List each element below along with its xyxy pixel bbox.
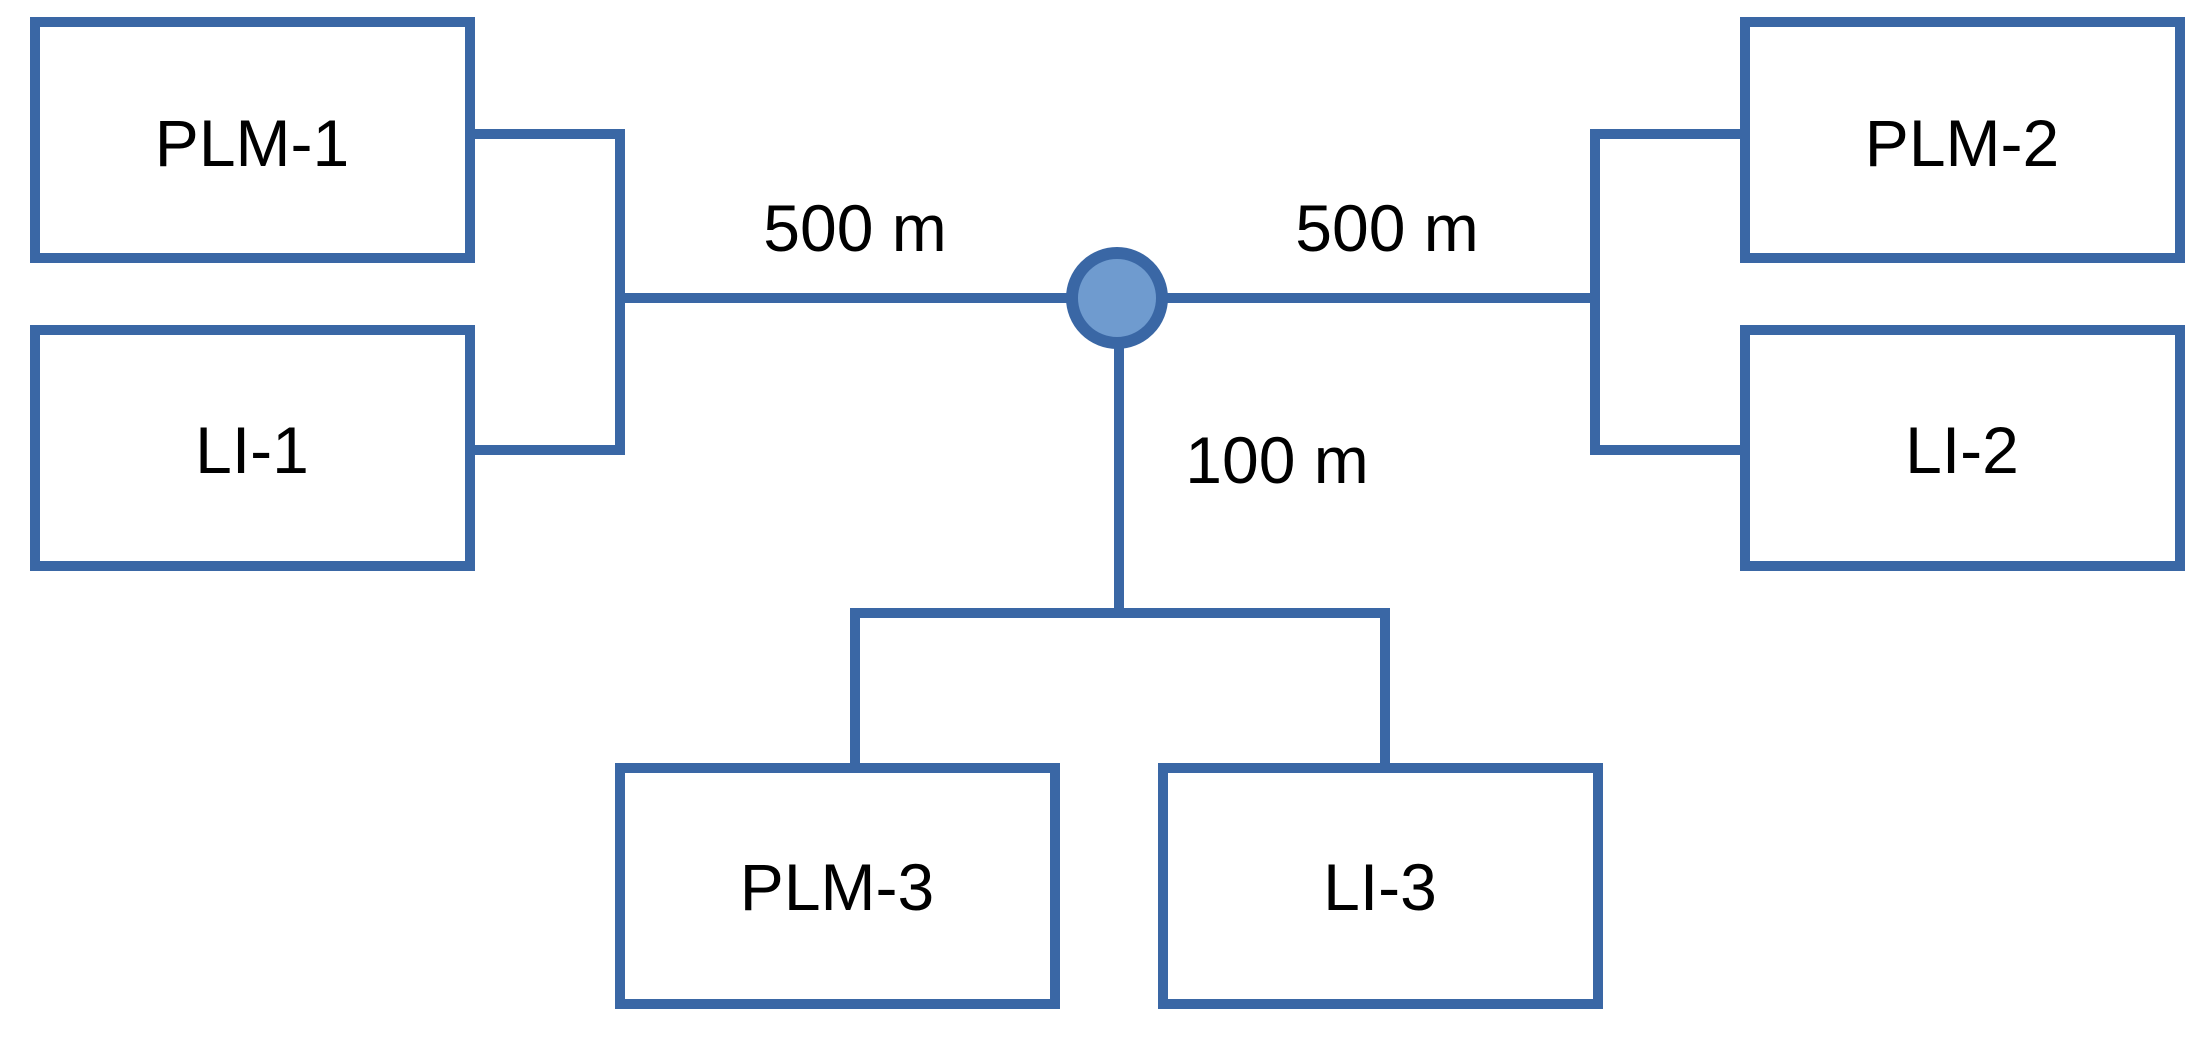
junction-hub bbox=[1066, 247, 1168, 349]
bottom-bracket-connector bbox=[850, 608, 1390, 763]
plm-3-label: PLM-3 bbox=[740, 850, 934, 924]
plm-1-label: PLM-1 bbox=[155, 106, 349, 180]
left-bracket-connector bbox=[475, 129, 625, 455]
li-1-label: LI-1 bbox=[195, 413, 309, 487]
node-li-1: LI-1 bbox=[30, 325, 475, 571]
plm-3-box bbox=[615, 763, 1060, 1009]
plm-2-box bbox=[1740, 17, 2185, 263]
node-plm-2: PLM-2 bbox=[1740, 17, 2185, 263]
node-plm-1: PLM-1 bbox=[30, 17, 475, 263]
left-distance-label: 500 m bbox=[763, 191, 946, 265]
right-bracket-connector bbox=[1590, 129, 1740, 455]
node-plm-3: PLM-3 bbox=[615, 763, 1060, 1009]
li-3-box bbox=[1158, 763, 1603, 1009]
li-2-box bbox=[1740, 325, 2185, 571]
plm-2-label: PLM-2 bbox=[1865, 106, 2059, 180]
plm-1-box bbox=[30, 17, 475, 263]
node-li-3: LI-3 bbox=[1158, 763, 1603, 1009]
right-distance-label: 500 m bbox=[1295, 191, 1478, 265]
bottom-distance-label: 100 m bbox=[1185, 423, 1368, 497]
node-li-2: LI-2 bbox=[1740, 325, 2185, 571]
li-3-label: LI-3 bbox=[1323, 850, 1437, 924]
li-1-box bbox=[30, 325, 475, 571]
li-2-label: LI-2 bbox=[1905, 413, 2019, 487]
